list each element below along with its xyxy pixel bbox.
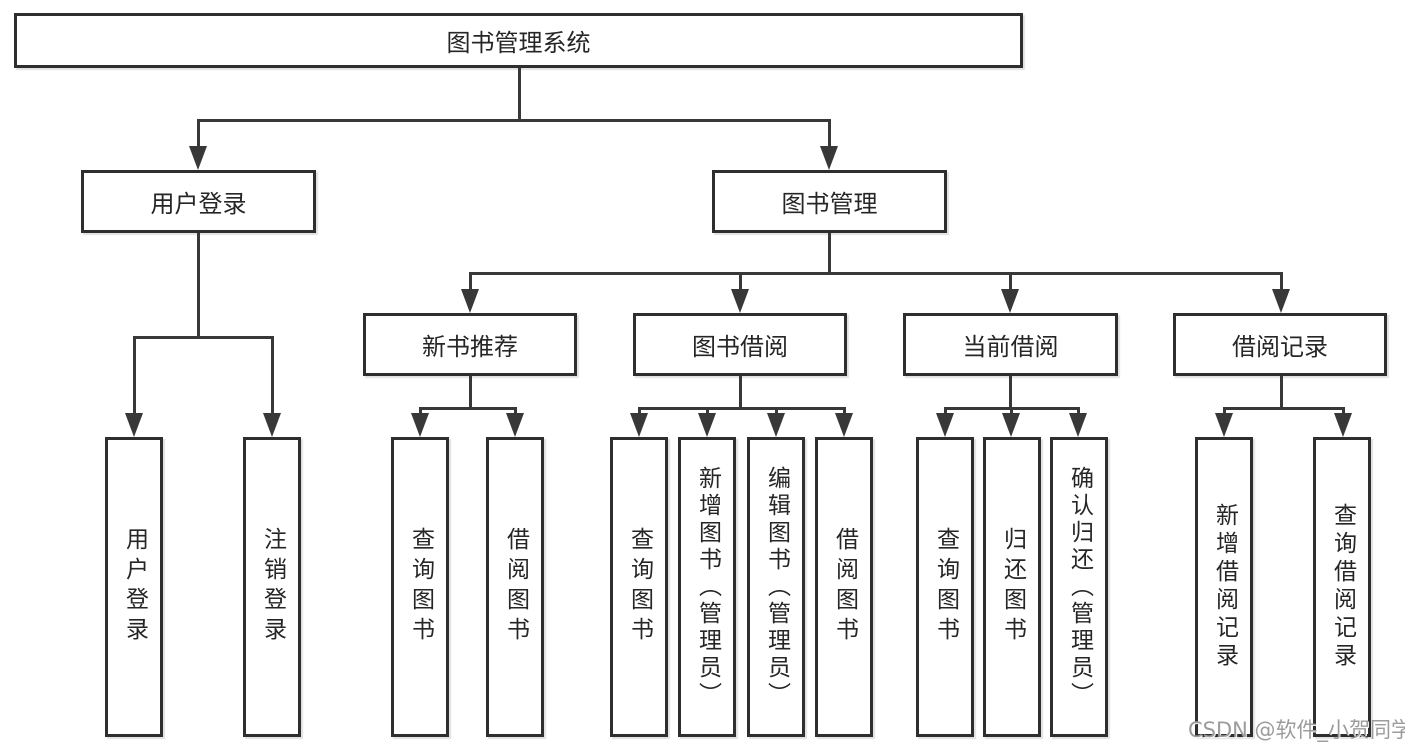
- node-label: 归还图书: [999, 527, 1026, 647]
- connector-line: [706, 407, 709, 416]
- connector-line: [469, 272, 1282, 275]
- leaf-current-return-books: 归还图书: [983, 437, 1041, 737]
- node-label: 查询图书: [626, 527, 653, 647]
- node-user-login: 用户登录: [81, 170, 316, 233]
- connector-line: [518, 68, 521, 119]
- node-label: 用户登录: [150, 190, 247, 218]
- node-label: 注销登录: [259, 527, 286, 647]
- arrow-down-icon: [698, 413, 716, 437]
- arrow-down-icon: [189, 146, 207, 170]
- node-book-management: 图书管理: [712, 170, 947, 233]
- arrow-down-icon: [630, 413, 648, 437]
- node-label: 查询借阅记录: [1329, 503, 1356, 671]
- node-library-system: 图书管理系统: [14, 13, 1023, 68]
- arrow-down-icon: [936, 413, 954, 437]
- arrow-down-icon: [767, 413, 785, 437]
- node-label: 编辑图书（管理员）: [763, 465, 790, 709]
- connector-line: [828, 119, 831, 152]
- node-label: 借阅记录: [1232, 333, 1328, 361]
- node-book-borrow: 图书借阅: [633, 313, 847, 376]
- connector-line: [271, 336, 274, 419]
- node-label: 新书推荐: [422, 333, 518, 361]
- leaf-borrow-add-books-admin: 新增图书（管理员）: [678, 437, 736, 737]
- node-new-book-recommend: 新书推荐: [363, 313, 577, 376]
- connector-line: [944, 407, 947, 416]
- connector-line: [514, 407, 517, 416]
- connector-line: [133, 336, 274, 339]
- node-label: 图书管理: [781, 190, 878, 218]
- node-label: 查询图书: [932, 527, 959, 647]
- arrow-down-icon: [835, 413, 853, 437]
- leaf-logout: 注销登录: [243, 437, 301, 737]
- connector-line: [419, 407, 422, 416]
- connector-line: [419, 407, 517, 410]
- connector-line: [469, 376, 472, 408]
- node-label: 图书借阅: [692, 333, 788, 361]
- leaf-recommend-borrow-books: 借阅图书: [486, 437, 544, 737]
- connector-line: [843, 407, 846, 416]
- arrow-down-icon: [263, 413, 281, 437]
- connector-line: [1223, 407, 1345, 410]
- connector-line: [775, 407, 778, 416]
- arrow-down-icon: [1334, 413, 1352, 437]
- csdn-watermark: CSDN @软件_小贺同学: [1188, 718, 1405, 742]
- node-label: 新增借阅记录: [1211, 503, 1238, 671]
- connector-line: [638, 407, 846, 410]
- arrow-down-icon: [731, 289, 749, 313]
- node-borrow-records: 借阅记录: [1173, 313, 1387, 376]
- arrow-down-icon: [1002, 413, 1020, 437]
- node-label: 借阅图书: [831, 527, 858, 647]
- connector-line: [638, 407, 641, 416]
- arrow-down-icon: [1272, 289, 1290, 313]
- node-label: 新增图书（管理员）: [694, 465, 721, 709]
- leaf-current-confirm-return-admin: 确认归还（管理员）: [1050, 437, 1108, 737]
- arrow-down-icon: [1069, 413, 1087, 437]
- connector-line: [1077, 407, 1080, 416]
- connector-line: [739, 272, 742, 295]
- leaf-current-query-books: 查询图书: [916, 437, 974, 737]
- arrow-down-icon: [461, 289, 479, 313]
- node-label: 用户登录: [121, 527, 148, 647]
- connector-line: [133, 336, 136, 419]
- arrow-down-icon: [1001, 289, 1019, 313]
- node-label: 图书管理系统: [446, 29, 591, 57]
- node-current-borrow: 当前借阅: [903, 313, 1118, 376]
- connector-line: [197, 233, 200, 337]
- arrow-down-icon: [1215, 413, 1233, 437]
- leaf-recommend-query-books: 查询图书: [391, 437, 449, 737]
- arrow-down-icon: [820, 146, 838, 170]
- leaf-records-query-record: 查询借阅记录: [1313, 437, 1371, 737]
- arrow-down-icon: [125, 413, 143, 437]
- connector-line: [1280, 272, 1283, 295]
- connector-line: [197, 119, 200, 152]
- connector-line: [739, 376, 742, 408]
- connector-line: [1009, 272, 1012, 295]
- arrow-down-icon: [411, 413, 429, 437]
- leaf-borrow-query-books: 查询图书: [610, 437, 668, 737]
- leaf-user-login: 用户登录: [105, 437, 163, 737]
- connector-line: [1010, 407, 1013, 416]
- connector-line: [1342, 407, 1345, 416]
- connector-line: [1009, 376, 1012, 408]
- node-label: 确认归还（管理员）: [1066, 465, 1093, 709]
- leaf-borrow-edit-books-admin: 编辑图书（管理员）: [747, 437, 805, 737]
- arrow-down-icon: [506, 413, 524, 437]
- leaf-borrow-borrow-books: 借阅图书: [815, 437, 873, 737]
- leaf-records-add-record: 新增借阅记录: [1195, 437, 1253, 737]
- connector-line: [469, 272, 472, 295]
- connector-line: [197, 119, 831, 122]
- node-label: 当前借阅: [962, 333, 1059, 361]
- connector-line: [1223, 407, 1226, 416]
- connector-line: [828, 233, 831, 274]
- node-label: 查询图书: [407, 527, 434, 647]
- node-label: 借阅图书: [502, 527, 529, 647]
- connector-line: [1280, 376, 1283, 408]
